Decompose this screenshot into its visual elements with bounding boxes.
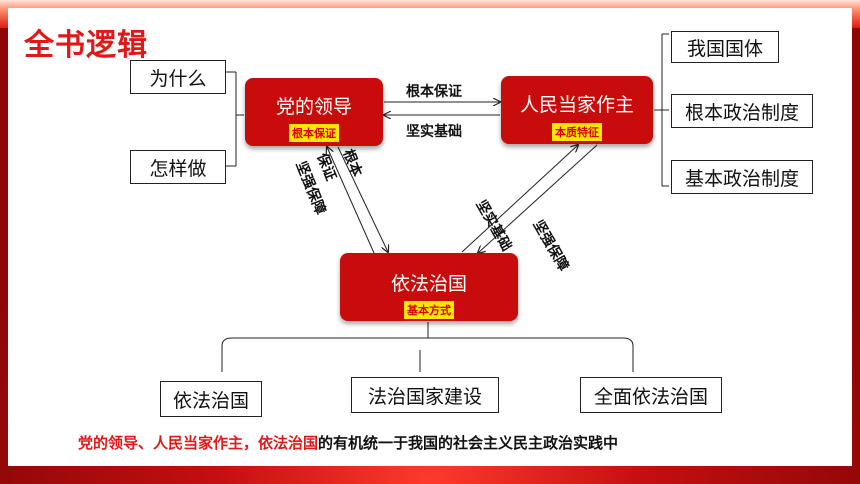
node-label: 依法治国 xyxy=(390,273,467,295)
arrow-law-to-people xyxy=(461,145,578,253)
right-item-box: 我国国体 xyxy=(671,31,779,63)
arrow-people-to-law xyxy=(478,144,598,253)
right-bracket xyxy=(654,33,669,187)
node-label: 人民当家作主 xyxy=(519,94,634,116)
left-bracket xyxy=(225,71,244,167)
right-item-label: 基本政治制度 xyxy=(684,167,799,190)
bottom-bracket xyxy=(221,322,634,372)
question-label: 为什么 xyxy=(149,67,207,90)
node-label: 党的领导 xyxy=(275,96,352,118)
bottom-item-box: 依法治国 xyxy=(160,381,262,417)
right-item-label: 我国国体 xyxy=(686,37,763,60)
arrow-law-to-party xyxy=(327,147,375,254)
node-people-master: 人民当家作主 本质特征 xyxy=(501,76,653,144)
summary-highlight: 党的领导、人民当家作主，依法治国 xyxy=(78,434,319,452)
question-box-why: 为什么 xyxy=(130,60,226,94)
summary-sentence: 党的领导、人民当家作主，依法治国的有机统一于我国的社会主义民主政治实践中 xyxy=(78,432,618,453)
arrow-party-to-law xyxy=(337,146,388,252)
question-label: 怎样做 xyxy=(149,157,207,180)
bottom-item-box: 法治国家建设 xyxy=(351,377,499,413)
right-item-box: 根本政治制度 xyxy=(671,94,813,128)
arrow-label-fundamental-guarantee: 根本保证 xyxy=(406,84,462,100)
node-rule-of-law: 依法治国 基本方式 xyxy=(340,253,518,321)
node-party-leadership: 党的领导 根本保证 xyxy=(245,78,383,146)
arrow-label-solid-foundation: 坚实基础 xyxy=(406,124,462,140)
node-tag: 根本保证 xyxy=(289,124,339,142)
node-tag: 基本方式 xyxy=(404,301,454,319)
bottom-item-label: 依法治国 xyxy=(172,389,249,412)
summary-rest: 的有机统一于我国的社会主义民主政治实践中 xyxy=(318,434,619,452)
right-item-label: 根本政治制度 xyxy=(684,101,799,124)
right-item-box: 基本政治制度 xyxy=(671,160,813,194)
bottom-item-label: 全面依法治国 xyxy=(593,385,708,408)
page-title: 全书逻辑 xyxy=(24,28,148,63)
bottom-item-label: 法治国家建设 xyxy=(367,385,482,408)
question-box-how: 怎样做 xyxy=(130,150,226,184)
bottom-item-box: 全面依法治国 xyxy=(580,377,722,413)
node-tag: 本质特征 xyxy=(552,123,602,141)
